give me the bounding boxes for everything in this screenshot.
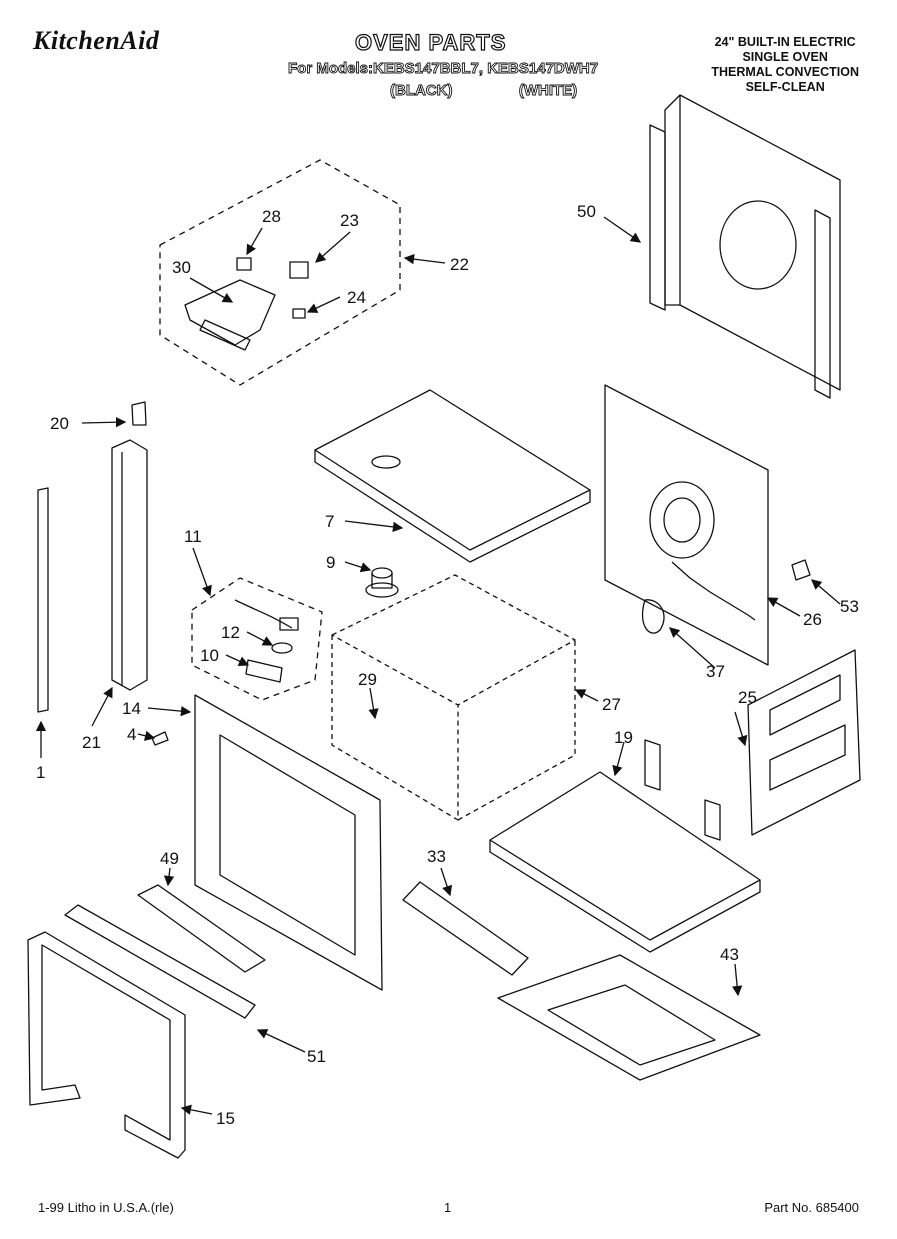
callout-label: 19	[614, 728, 633, 747]
callout-label: 33	[427, 847, 446, 866]
terminal-part	[292, 308, 306, 319]
convection-fan	[649, 481, 715, 559]
side-panel-right	[747, 649, 861, 836]
fan-opening	[719, 200, 797, 290]
callout-label: 15	[216, 1109, 235, 1128]
appliance-description: 24" BUILT-IN ELECTRIC SINGLE OVEN THERMA…	[711, 35, 859, 95]
side-channel	[111, 439, 148, 691]
control-assembly-outline	[159, 159, 401, 386]
control-bracket	[184, 279, 276, 346]
trim-49	[137, 884, 266, 973]
callout-label: 11	[184, 527, 202, 546]
callout-label: 21	[82, 733, 101, 752]
description-line: 24" BUILT-IN ELECTRIC	[714, 35, 856, 49]
frame-opening	[219, 734, 356, 956]
part-12	[271, 642, 293, 654]
model-variants: (BLACK) (WHITE)	[390, 82, 578, 100]
callout-label: 51	[307, 1047, 326, 1066]
callout-label: 7	[325, 512, 334, 531]
harness-outline	[191, 577, 323, 701]
top-panel	[314, 389, 591, 551]
callout-label: 22	[450, 255, 469, 274]
bottom-tray	[497, 954, 761, 1081]
strip-33	[402, 881, 529, 976]
callout-label: 9	[326, 553, 335, 572]
callout-label: 50	[577, 202, 596, 221]
front-frame	[194, 694, 383, 991]
bracket-53	[791, 559, 811, 581]
callout-label: 20	[50, 414, 69, 433]
variant-black: (BLACK)	[390, 82, 453, 100]
side-trim	[37, 487, 49, 713]
variant-white: (WHITE)	[518, 82, 578, 100]
vent-51	[64, 904, 256, 1019]
clip-part	[131, 401, 147, 426]
sensor-37	[641, 599, 665, 634]
models-line: For Models:KEBS147BBL7, KEBS147DWH7	[288, 60, 599, 78]
footer-litho: 1-99 Litho in U.S.A.(rle)	[38, 1200, 174, 1215]
description-line: SELF-CLEAN	[745, 80, 825, 94]
callout-label: 43	[720, 945, 739, 964]
thermostat-top	[371, 567, 393, 579]
callout-label: 49	[160, 849, 179, 868]
callout-label: 10	[200, 646, 219, 665]
callout-label: 14	[122, 699, 141, 718]
callout-label: 28	[262, 207, 281, 226]
callout-label: 37	[706, 662, 725, 681]
callout-label: 4	[127, 725, 136, 744]
callout-label: 25	[738, 688, 757, 707]
callout-label: 23	[340, 211, 359, 230]
screw-4	[151, 731, 169, 746]
switch-part	[236, 257, 252, 271]
relay-part	[289, 261, 309, 279]
rear-panel	[679, 94, 841, 391]
oven-cavity	[331, 574, 576, 821]
door-gasket	[27, 931, 186, 1159]
callout-label: 1	[36, 763, 45, 782]
description-line: THERMAL CONVECTION	[711, 65, 859, 79]
part-10	[245, 659, 283, 683]
brand-logo: KitchenAid	[33, 26, 160, 55]
footer-page-number: 1	[444, 1200, 452, 1215]
callout-label: 53	[840, 597, 859, 616]
footer-part-number: Part No. 685400	[764, 1200, 859, 1215]
callout-label: 27	[602, 695, 621, 714]
page-title: OVEN PARTS	[354, 29, 507, 55]
description-line: SINGLE OVEN	[742, 50, 828, 64]
callout-label: 29	[358, 670, 377, 689]
callout-label: 26	[803, 610, 822, 629]
callout-label: 24	[347, 288, 366, 307]
callout-label: 12	[221, 623, 240, 642]
callout-label: 30	[172, 258, 191, 277]
convection-back-panel	[604, 384, 769, 666]
